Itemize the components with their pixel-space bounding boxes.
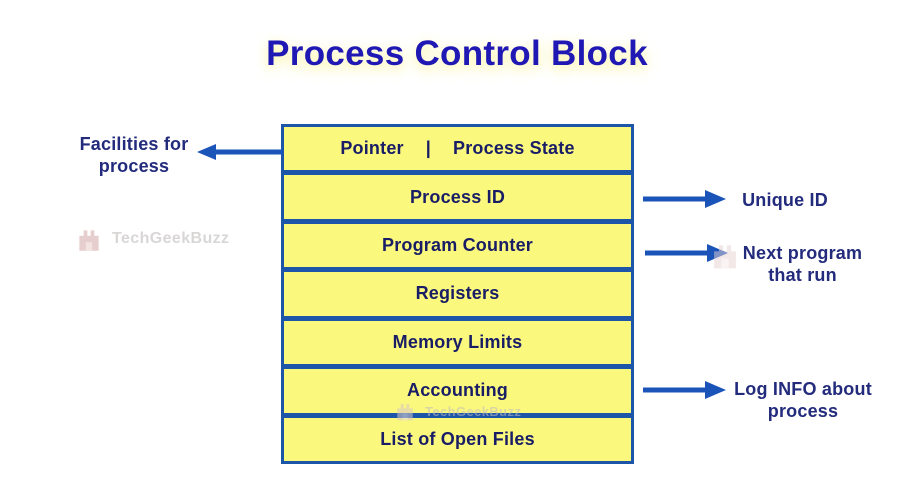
arrow-right-next-program-icon bbox=[645, 244, 728, 262]
page-title: Process Control Block bbox=[266, 34, 648, 73]
pcb-row-process-id: Process ID bbox=[281, 172, 634, 222]
pcb-row-open-files: List of Open Files bbox=[281, 414, 634, 464]
pcb-stack: Pointer | Process State Process ID Progr… bbox=[281, 124, 634, 464]
arrow-left-facilities-icon bbox=[197, 144, 283, 160]
row-divider: | bbox=[425, 138, 431, 159]
watermark-text: TechGeekBuzz bbox=[112, 230, 230, 247]
facilities-line2: process bbox=[98, 156, 170, 176]
facilities-line1: Facilities for bbox=[79, 134, 189, 154]
pcb-row-pointer-state: Pointer | Process State bbox=[281, 124, 634, 174]
log-info-line1: Log INFO about bbox=[734, 379, 872, 399]
arrow-right-unique-id-icon bbox=[643, 190, 726, 208]
next-program-line2: that run bbox=[768, 265, 837, 285]
pcb-row-memory-limits: Memory Limits bbox=[281, 317, 634, 368]
pointer-label: Pointer bbox=[340, 138, 404, 159]
next-program-line1: Next program bbox=[742, 243, 863, 263]
pcb-row-program-counter: Program Counter bbox=[281, 220, 634, 271]
techgeekbuzz-logo-icon bbox=[79, 230, 99, 251]
facilities-label: Facilities for process bbox=[55, 133, 213, 177]
log-info-line2: process bbox=[767, 401, 839, 421]
unique-id-label: Unique ID bbox=[742, 190, 828, 210]
next-program-label: Next program that run bbox=[715, 242, 890, 286]
pcb-row-accounting: Accounting bbox=[281, 366, 634, 416]
watermark-left: TechGeekBuzz bbox=[74, 224, 229, 254]
pcb-row-registers: Registers bbox=[281, 269, 634, 319]
process-state-label: Process State bbox=[453, 138, 575, 159]
arrow-right-log-info-icon bbox=[643, 381, 726, 399]
log-info-label: Log INFO about process bbox=[713, 378, 893, 422]
